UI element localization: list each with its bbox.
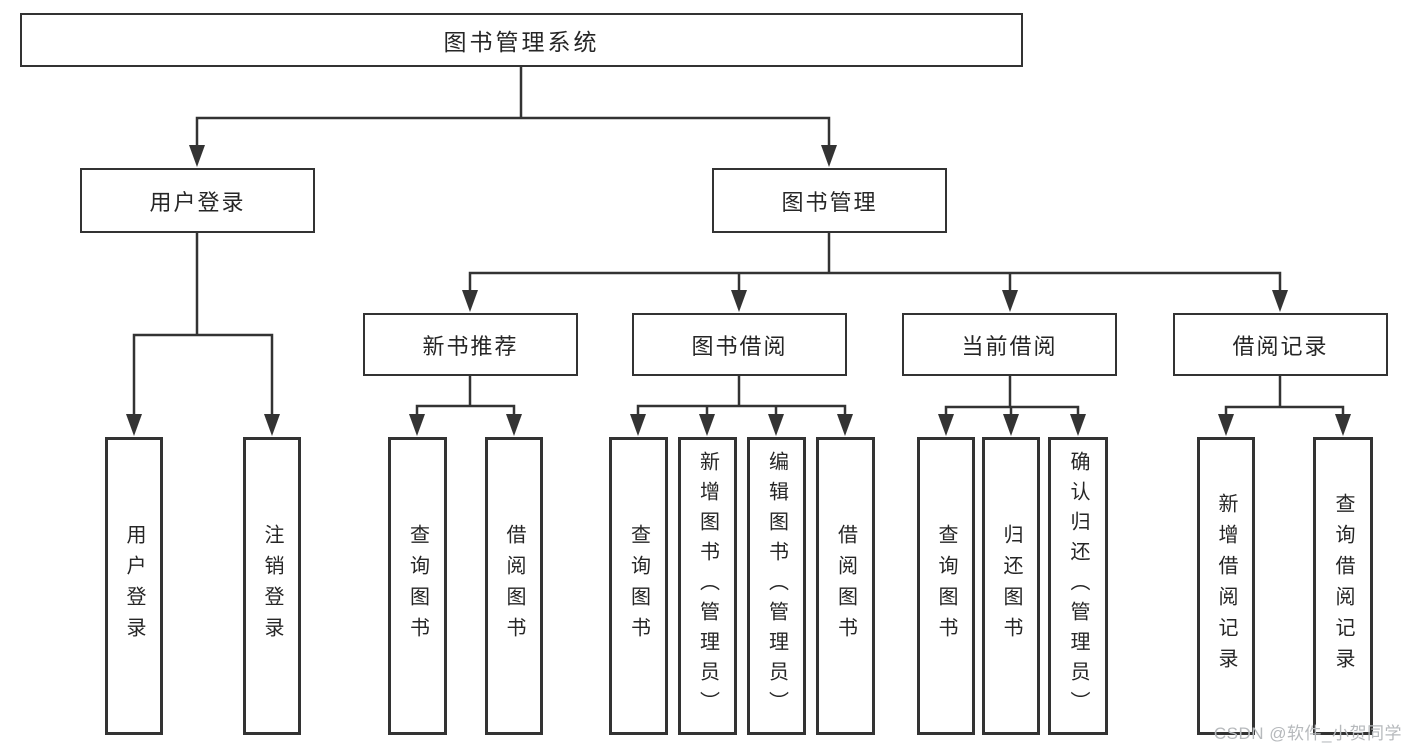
node-label: 用户登录 (123, 524, 145, 648)
node-label: 查询借阅记录 (1332, 493, 1354, 679)
node-library-management-system: 图书管理系统 (20, 13, 1023, 67)
arrowhead-icon (264, 414, 280, 436)
connector-book-borrowing-to-leaves (636, 374, 847, 420)
leaf-edit-books-admin: 编辑图书（管理员） (747, 437, 806, 735)
leaf-query-books-borrowing: 查询图书 (609, 437, 668, 735)
arrowhead-icon (938, 414, 954, 436)
arrowhead-icon (1218, 414, 1234, 436)
connector-current-borrowing-to-leaves (944, 374, 1080, 420)
leaf-logout-action: 注销登录 (243, 437, 301, 735)
node-label: 新增图书（管理员） (696, 451, 719, 721)
node-label: 新增借阅记录 (1215, 493, 1237, 679)
node-current-borrowing: 当前借阅 (902, 313, 1117, 376)
connector-user-login-to-leaves (132, 230, 274, 420)
node-label: 图书管理 (781, 189, 878, 215)
leaf-confirm-return-admin: 确认归还（管理员） (1048, 437, 1108, 735)
arrowhead-icon (409, 414, 425, 436)
arrowhead-icon (768, 414, 784, 436)
connector-borrowing-records-to-leaves (1224, 374, 1345, 420)
arrowhead-icon (699, 414, 715, 436)
arrowhead-icon (630, 414, 646, 436)
node-label: 确认归还（管理员） (1067, 451, 1089, 721)
node-borrowing-records: 借阅记录 (1173, 313, 1388, 376)
csdn-watermark: CSDN @软件_小贺同学 (1213, 724, 1402, 743)
arrowhead-icon (1002, 290, 1018, 312)
node-label: 图书管理系统 (443, 29, 600, 55)
arrowhead-icon (189, 145, 205, 167)
node-user-login: 用户登录 (80, 168, 315, 233)
node-label: 图书借阅 (691, 333, 788, 359)
arrowhead-icon (126, 414, 142, 436)
node-new-book-recommendation: 新书推荐 (363, 313, 578, 376)
leaf-borrow-books-recommend: 借阅图书 (485, 437, 543, 735)
arrowhead-icon (1335, 414, 1351, 436)
node-label: 编辑图书（管理员） (765, 451, 788, 721)
connector-new-book-to-leaves (415, 374, 516, 420)
leaf-query-borrow-record: 查询借阅记录 (1313, 437, 1373, 735)
arrowhead-icon (1070, 414, 1086, 436)
node-label: 注销登录 (261, 524, 283, 648)
arrowhead-icon (1272, 290, 1288, 312)
node-label: 查询图书 (935, 524, 957, 648)
node-label: 借阅记录 (1232, 333, 1329, 359)
leaf-query-books-recommend: 查询图书 (388, 437, 447, 735)
node-book-borrowing: 图书借阅 (632, 313, 847, 376)
arrowhead-icon (821, 145, 837, 167)
node-label: 查询图书 (406, 524, 429, 648)
leaf-add-borrow-record: 新增借阅记录 (1197, 437, 1255, 735)
leaf-borrow-books-borrowing: 借阅图书 (816, 437, 875, 735)
node-book-management: 图书管理 (712, 168, 947, 233)
node-label: 借阅图书 (834, 524, 857, 648)
arrowhead-icon (506, 414, 522, 436)
node-label: 归还图书 (1000, 524, 1022, 648)
connector-root-to-level2 (195, 65, 831, 152)
arrowhead-icon (731, 290, 747, 312)
arrowhead-icon (1003, 414, 1019, 436)
arrowhead-icon (462, 290, 478, 312)
leaf-add-books-admin: 新增图书（管理员） (678, 437, 737, 735)
node-label: 用户登录 (149, 189, 246, 215)
connector-book-management-to-level3 (468, 230, 1282, 295)
leaf-return-books: 归还图书 (982, 437, 1040, 735)
node-label: 查询图书 (627, 524, 650, 648)
node-label: 新书推荐 (422, 333, 519, 359)
node-label: 当前借阅 (961, 333, 1058, 359)
leaf-user-login-action: 用户登录 (105, 437, 163, 735)
arrowhead-icon (837, 414, 853, 436)
node-label: 借阅图书 (503, 524, 525, 648)
leaf-query-books-current: 查询图书 (917, 437, 975, 735)
